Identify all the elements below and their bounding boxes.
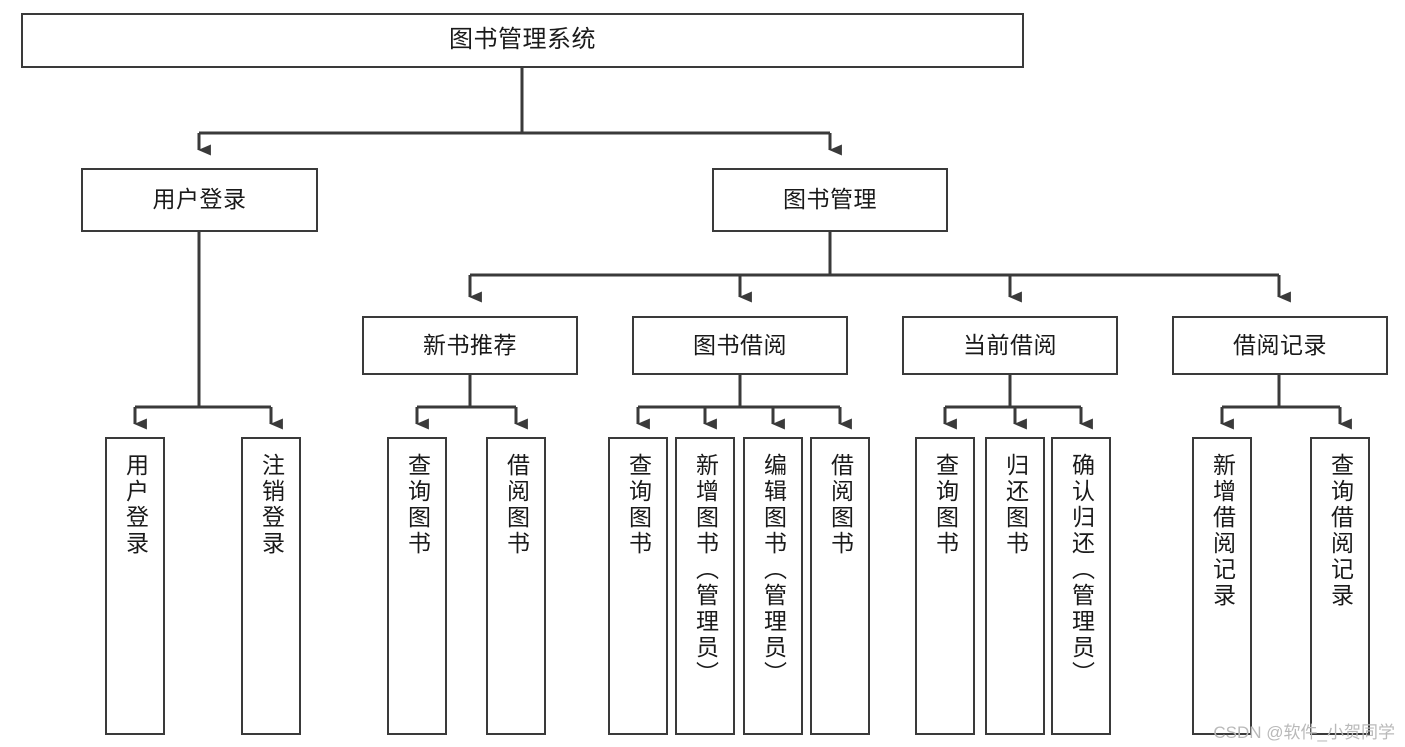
node-leaf-query-book-2[interactable]: 查询图书 (608, 437, 668, 735)
node-leaf-add-borrow-record[interactable]: 新增借阅记录 (1192, 437, 1252, 735)
node-label: 新增图书（管理员） (692, 453, 719, 687)
edge-group-root (197, 68, 842, 156)
csdn-watermark: CSDN @软件_小贺同学 (1213, 723, 1395, 742)
node-borrow-record[interactable]: 借阅记录 (1172, 316, 1388, 375)
node-new-book-recommend[interactable]: 新书推荐 (362, 316, 578, 375)
node-label: 借阅图书 (827, 453, 854, 557)
node-label: 查询借阅记录 (1327, 453, 1354, 609)
node-leaf-return-book[interactable]: 归还图书 (985, 437, 1045, 735)
node-label: 归还图书 (1002, 453, 1029, 557)
edge-group-book-management (468, 232, 1291, 303)
node-leaf-confirm-return[interactable]: 确认归还（管理员） (1051, 437, 1111, 735)
node-label: 图书管理系统 (449, 26, 596, 54)
node-root-system[interactable]: 图书管理系统 (21, 13, 1024, 68)
node-label: 图书管理 (783, 186, 877, 213)
edge-group-user-login (133, 232, 283, 430)
edge-group-new-book-recommend (415, 375, 528, 430)
node-label: 查询图书 (404, 453, 431, 557)
node-leaf-edit-book[interactable]: 编辑图书（管理员） (743, 437, 803, 735)
node-label: 注销登录 (258, 453, 285, 557)
node-leaf-query-book-3[interactable]: 查询图书 (915, 437, 975, 735)
node-label: 当前借阅 (963, 331, 1057, 358)
edge-group-borrow-record (1220, 375, 1352, 430)
node-leaf-borrow-book-2[interactable]: 借阅图书 (810, 437, 870, 735)
node-user-login[interactable]: 用户登录 (81, 168, 318, 232)
node-label: 查询图书 (932, 453, 959, 557)
node-label: 查询图书 (625, 453, 652, 557)
node-label: 借阅图书 (503, 453, 530, 557)
node-label: 编辑图书（管理员） (760, 453, 787, 687)
node-book-borrow[interactable]: 图书借阅 (632, 316, 848, 375)
node-leaf-borrow-book-1[interactable]: 借阅图书 (486, 437, 546, 735)
node-label: 图书借阅 (693, 331, 787, 358)
node-leaf-user-login[interactable]: 用户登录 (105, 437, 165, 735)
node-leaf-logout-login[interactable]: 注销登录 (241, 437, 301, 735)
node-leaf-add-book[interactable]: 新增图书（管理员） (675, 437, 735, 735)
node-book-management[interactable]: 图书管理 (712, 168, 948, 232)
node-label: 借阅记录 (1233, 331, 1327, 358)
edge-group-current-borrow (943, 375, 1093, 430)
node-leaf-query-book-1[interactable]: 查询图书 (387, 437, 447, 735)
node-current-borrow[interactable]: 当前借阅 (902, 316, 1118, 375)
node-label: 新增借阅记录 (1209, 453, 1236, 609)
node-label: 确认归还（管理员） (1068, 453, 1095, 687)
edge-group-book-borrow (636, 375, 852, 430)
node-label: 用户登录 (152, 186, 247, 213)
node-leaf-query-borrow-record[interactable]: 查询借阅记录 (1310, 437, 1370, 735)
node-label: 用户登录 (122, 453, 149, 557)
node-label: 新书推荐 (423, 331, 517, 358)
